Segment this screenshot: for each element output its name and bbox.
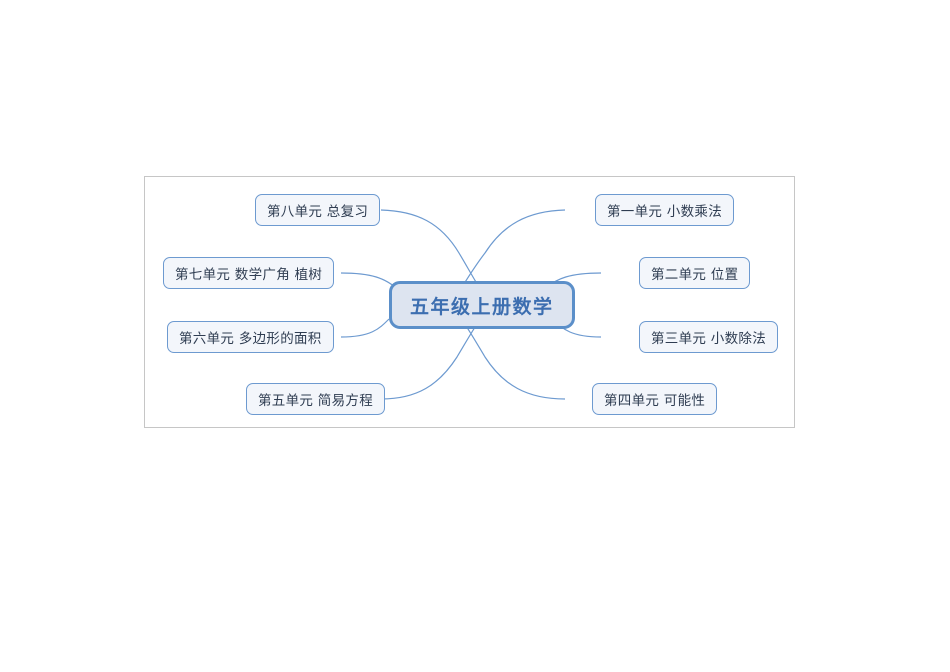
branch-label-unit-3: 第三单元 小数除法: [651, 331, 766, 347]
connector-unit-6: [340, 318, 390, 338]
branch-node-unit-1[interactable]: 第一单元 小数乘法: [595, 194, 734, 226]
branch-label-unit-7: 第七单元 数学广角 植树: [175, 267, 323, 283]
branch-node-unit-7[interactable]: 第七单元 数学广角 植树: [163, 257, 335, 289]
branch-label-unit-8: 第八单元 总复习: [267, 204, 369, 220]
branch-label-unit-6: 第六单元 多边形的面积: [179, 331, 322, 347]
mindmap-frame: 五年级上册数学 第八单元 总复习 第七单元 数学广角 植树 第六单元 多边形的面…: [144, 176, 795, 428]
branch-node-unit-5[interactable]: 第五单元 简易方程: [246, 383, 385, 415]
branch-label-unit-5: 第五单元 简易方程: [258, 393, 373, 409]
branch-node-unit-8[interactable]: 第八单元 总复习: [255, 194, 381, 226]
center-node-label: 五年级上册数学: [410, 295, 554, 318]
branch-node-unit-3[interactable]: 第三单元 小数除法: [639, 321, 778, 353]
center-node[interactable]: 五年级上册数学: [389, 281, 575, 329]
branch-node-unit-2[interactable]: 第二单元 位置: [639, 257, 751, 289]
branch-label-unit-2: 第二单元 位置: [651, 267, 739, 283]
branch-node-unit-6[interactable]: 第六单元 多边形的面积: [167, 321, 334, 353]
branch-node-unit-4[interactable]: 第四单元 可能性: [592, 383, 718, 415]
branch-label-unit-4: 第四单元 可能性: [604, 393, 706, 409]
branch-label-unit-1: 第一单元 小数乘法: [607, 204, 722, 220]
